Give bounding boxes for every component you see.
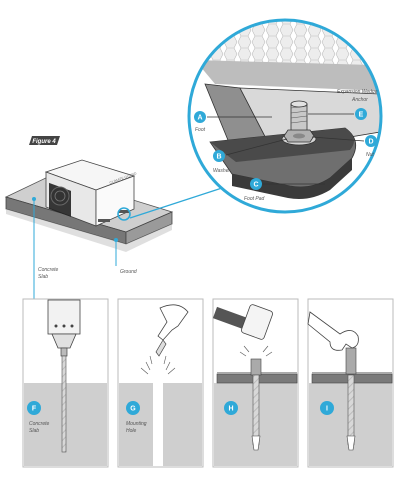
callout-d-badge [365, 135, 377, 147]
concrete-label-line1: Concrete [38, 267, 59, 273]
zoom-ring [187, 18, 383, 214]
condensing-unit: CLIMATE GUARD [44, 159, 138, 227]
step-f-label-line2: Slab [29, 428, 39, 434]
callout-a-label: Foot [195, 127, 206, 133]
callout-a-badge [194, 111, 206, 123]
concrete-slab-label: Concrete Slab [38, 267, 59, 280]
zoom-detail: A Foot B Washer C Foot Pad D Nut E Expan… [187, 18, 383, 214]
callout-c-label: Foot Pad [244, 196, 265, 202]
callout-b-label: Washer [213, 168, 230, 174]
mounting-hole [153, 383, 163, 466]
step-i-badge [320, 401, 334, 415]
callout-c-badge [250, 178, 262, 190]
callout-e-badge [355, 108, 367, 120]
step-h-badge [224, 401, 238, 415]
callout-b-badge [213, 150, 225, 162]
anchor-bolt [252, 374, 260, 446]
zoom-leader-line [129, 187, 223, 219]
callout-d-letter: D [368, 139, 373, 146]
callout-a-letter: A [197, 115, 202, 122]
concrete-label-line2: Slab [38, 274, 48, 280]
hand-blower [157, 304, 189, 341]
step-panel-hammer: H [212, 298, 299, 468]
callout-b-letter: B [216, 154, 221, 161]
step-f-badge [27, 401, 41, 415]
callout-c-letter: C [253, 182, 258, 189]
figure-tag: Figure 4 [29, 136, 60, 145]
callout-e-label-line1: Expansion Wedge [337, 89, 378, 95]
wrench [307, 311, 359, 351]
figure-tag-label: Figure 4 [32, 139, 56, 145]
callout-e-label-line2: Anchor [351, 97, 368, 103]
step-g-badge [126, 401, 140, 415]
step-panel-clean-hole: G Mounting Hole [117, 298, 204, 468]
ground-label: Ground [120, 269, 137, 275]
hammer-head [241, 304, 273, 340]
step-panel-drill: F Concrete Slab [22, 298, 109, 468]
step-f-label-line1: Concrete [29, 421, 50, 427]
step-g-label-line2: Hole [126, 428, 137, 434]
drill-body [47, 299, 81, 335]
step-g-label-line1: Mounting [126, 421, 147, 427]
step-h-letter: H [228, 406, 233, 413]
step-f-letter: F [32, 406, 37, 413]
step-g-letter: G [130, 406, 136, 413]
step-i-letter: I [326, 406, 328, 413]
step-panel-wrench: I [307, 298, 394, 468]
callout-d-label: Nut [366, 152, 374, 158]
callout-e-letter: E [359, 112, 364, 119]
drill-bit [61, 355, 67, 453]
zoom-target-circle [117, 207, 131, 221]
